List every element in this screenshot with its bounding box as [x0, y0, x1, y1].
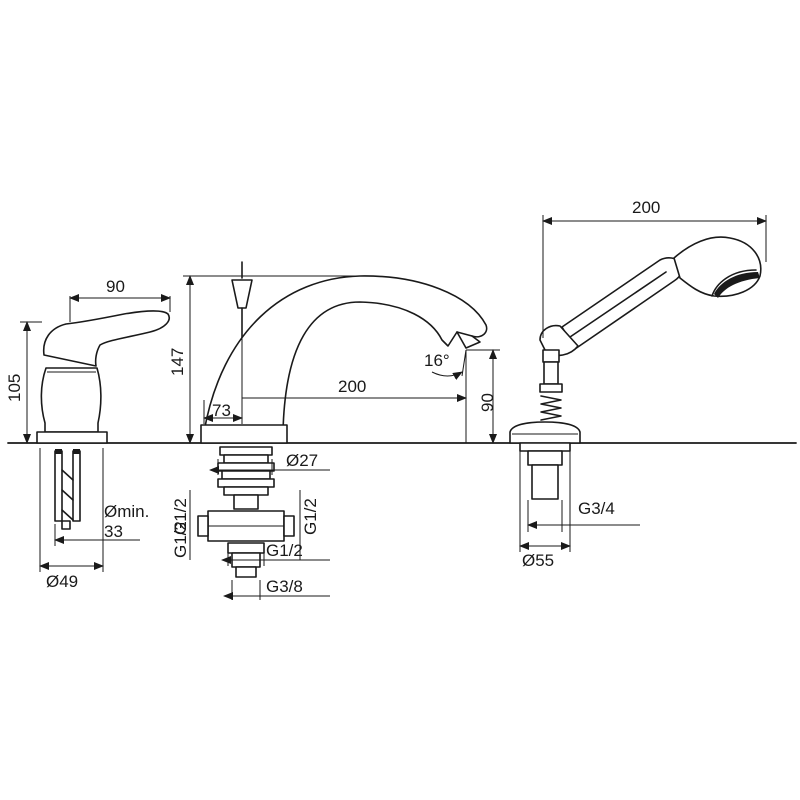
spout-reach-label: 200: [338, 377, 366, 396]
thread-right-bottom-label: G1/2: [266, 541, 303, 560]
lever-dimensions: [20, 294, 171, 572]
thread-right-top-label: G1/2: [301, 498, 320, 535]
spout-height-label: 147: [168, 348, 187, 376]
lever-height-label: 105: [5, 374, 24, 402]
lever-pipe-diameter-label: Ømin.: [104, 502, 149, 521]
thread-outlet-label: G3/8: [266, 577, 303, 596]
shower-length-label: 200: [632, 198, 660, 217]
spout-outlet-height-label: 90: [478, 393, 497, 412]
lever-base-diameter-label: Ø49: [46, 572, 78, 591]
shower-base-diameter-label: Ø55: [522, 551, 554, 570]
thread-left-top-label: G1/2: [171, 498, 190, 535]
shower-thread-label: G3/4: [578, 499, 615, 518]
hand-shower: [509, 236, 762, 500]
thread-left-bottom-label: G1/2: [171, 521, 190, 558]
bath-spout: [197, 261, 488, 578]
spout-dimensions: [183, 275, 500, 600]
spout-center-label: 73: [212, 401, 231, 420]
lever-width-label: 90: [106, 277, 125, 296]
lever-pipe-length-label: 33: [104, 522, 123, 541]
spout-thread-diameter-label: Ø27: [286, 451, 318, 470]
spout-angle-label: 16°: [424, 351, 450, 370]
lever-mixer: [36, 310, 170, 530]
shower-dimensions: [519, 215, 767, 552]
